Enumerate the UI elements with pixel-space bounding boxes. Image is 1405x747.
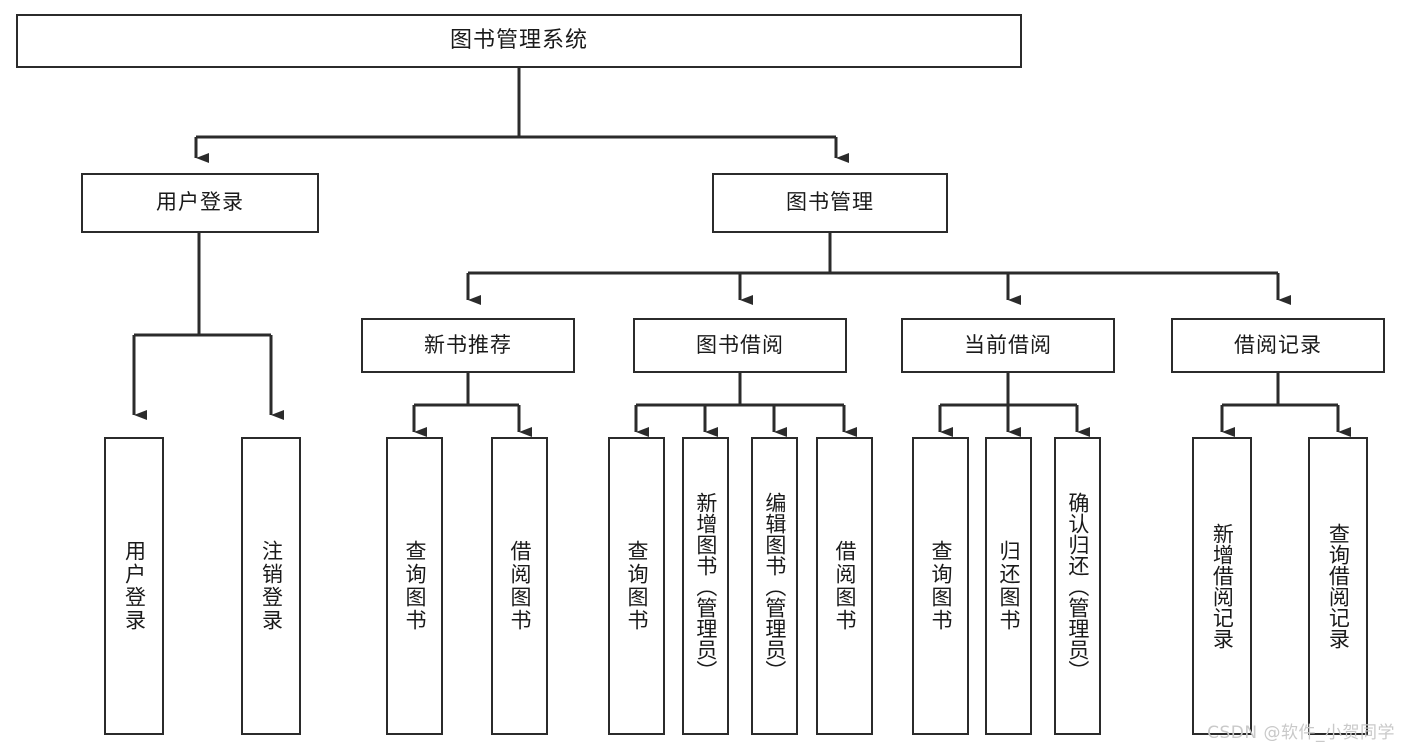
leaf-return-book-label: 归还图书	[996, 540, 1021, 632]
leaf-borrow-book-2-label: 借阅图书	[832, 540, 857, 632]
leaf-borrow-book-2[interactable]: 借阅图书	[816, 437, 873, 735]
leaf-confirm-return[interactable]: 确认归还（管理员）	[1054, 437, 1101, 735]
node-root[interactable]: 图书管理系统	[16, 14, 1022, 68]
leaf-edit-book[interactable]: 编辑图书（管理员）	[751, 437, 798, 735]
leaf-borrow-book-1[interactable]: 借阅图书	[491, 437, 548, 735]
leaf-add-borrow-record[interactable]: 新增借阅记录	[1192, 437, 1252, 735]
node-new-book-recommend-label: 新书推荐	[424, 332, 512, 357]
leaf-query-book-1-label: 查询图书	[402, 540, 427, 632]
csdn-watermark: CSDN @软件_小贺同学	[1207, 723, 1395, 743]
node-current-borrow-label: 当前借阅	[964, 332, 1052, 357]
leaf-logout-login[interactable]: 注销登录	[241, 437, 301, 735]
leaf-query-borrow-record[interactable]: 查询借阅记录	[1308, 437, 1368, 735]
leaf-confirm-return-label: 确认归还（管理员）	[1065, 491, 1090, 681]
leaf-add-book[interactable]: 新增图书（管理员）	[682, 437, 729, 735]
leaf-add-borrow-record-label: 新增借阅记录	[1210, 523, 1235, 649]
leaf-borrow-book-1-label: 借阅图书	[507, 540, 532, 632]
node-current-borrow[interactable]: 当前借阅	[901, 318, 1115, 373]
node-book-borrow-label: 图书借阅	[696, 332, 784, 357]
leaf-query-book-2-label: 查询图书	[624, 540, 649, 632]
leaf-add-book-label: 新增图书（管理员）	[693, 491, 718, 681]
leaf-user-login-label: 用户登录	[122, 540, 147, 632]
node-borrow-record-label: 借阅记录	[1234, 332, 1322, 357]
leaf-logout-login-label: 注销登录	[259, 540, 284, 632]
leaf-query-borrow-record-label: 查询借阅记录	[1326, 523, 1351, 649]
node-user-login-label: 用户登录	[156, 190, 244, 215]
leaf-query-book-3-label: 查询图书	[928, 540, 953, 632]
node-book-borrow[interactable]: 图书借阅	[633, 318, 847, 373]
node-book-manage[interactable]: 图书管理	[712, 173, 948, 233]
node-user-login[interactable]: 用户登录	[81, 173, 319, 233]
node-new-book-recommend[interactable]: 新书推荐	[361, 318, 575, 373]
leaf-query-book-2[interactable]: 查询图书	[608, 437, 665, 735]
leaf-query-book-1[interactable]: 查询图书	[386, 437, 443, 735]
node-borrow-record[interactable]: 借阅记录	[1171, 318, 1385, 373]
node-book-manage-label: 图书管理	[786, 190, 874, 215]
leaf-edit-book-label: 编辑图书（管理员）	[762, 491, 787, 681]
leaf-user-login[interactable]: 用户登录	[104, 437, 164, 735]
node-root-label: 图书管理系统	[449, 27, 588, 53]
leaf-query-book-3[interactable]: 查询图书	[912, 437, 969, 735]
leaf-return-book[interactable]: 归还图书	[985, 437, 1032, 735]
